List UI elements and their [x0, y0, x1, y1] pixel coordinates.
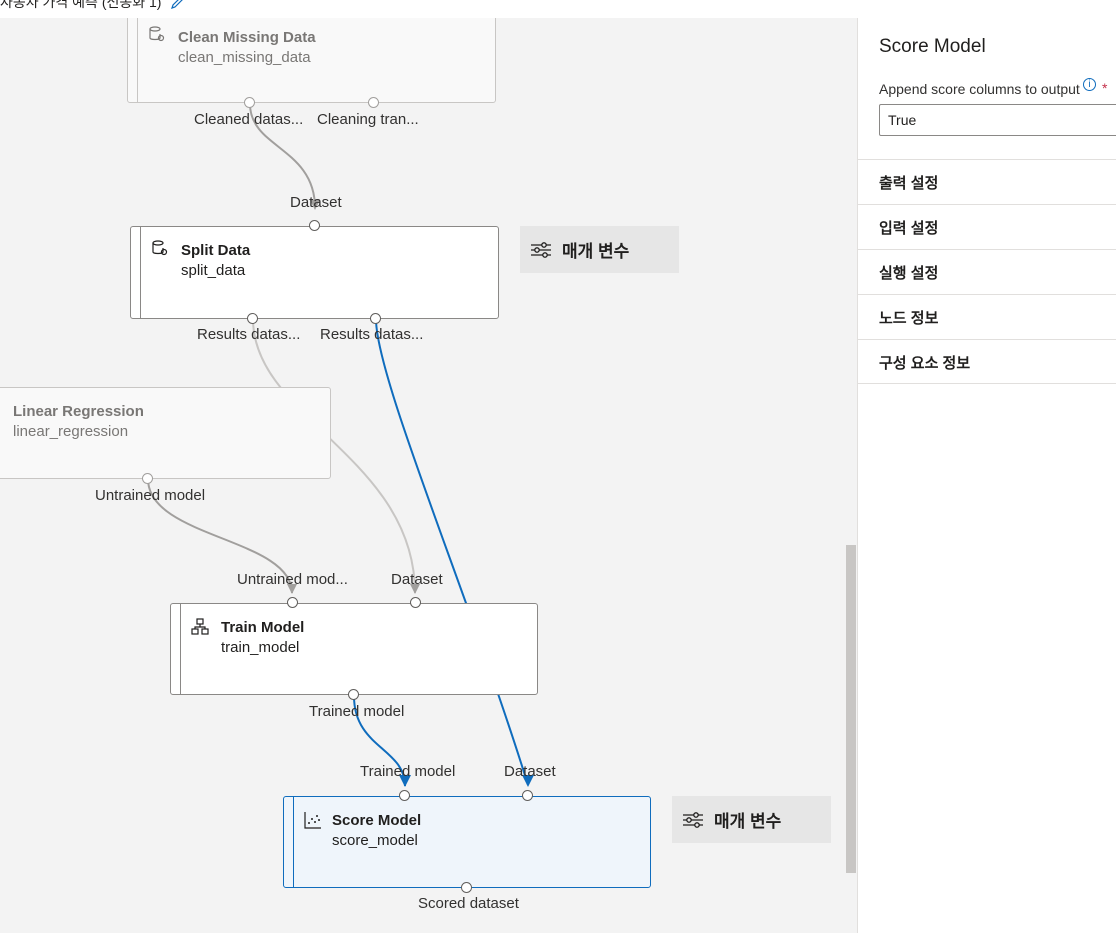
- node-subtitle: split_data: [181, 262, 246, 279]
- append-score-columns-label: Append score columns to output: [879, 81, 1080, 97]
- port-label: Results datas...: [320, 326, 424, 343]
- port-label: Trained model: [309, 703, 405, 720]
- section-node-info[interactable]: 노드 정보: [858, 294, 1116, 339]
- pipeline-canvas[interactable]: Clean Missing Data clean_missing_data Cl…: [0, 18, 857, 933]
- node-title: Split Data: [181, 242, 251, 259]
- input-port-dataset[interactable]: [410, 597, 421, 608]
- node-subtitle: clean_missing_data: [178, 49, 311, 66]
- input-port-untrained-model[interactable]: [287, 597, 298, 608]
- info-icon[interactable]: i: [1083, 78, 1096, 91]
- connection-wires: [147, 103, 534, 787]
- port-label: Dataset: [290, 194, 342, 211]
- score-model-params-button[interactable]: 매개 변수: [672, 796, 831, 843]
- canvas-scrollbar[interactable]: [846, 545, 856, 873]
- pencil-icon[interactable]: [170, 0, 184, 10]
- node-split-data[interactable]: Split Data split_data: [130, 226, 499, 319]
- input-port-trained-model[interactable]: [399, 790, 410, 801]
- input-port-dataset[interactable]: [309, 220, 320, 231]
- output-port-cleaned-dataset[interactable]: [244, 97, 255, 108]
- node-subtitle: score_model: [332, 832, 418, 849]
- train-model-icon: [191, 618, 209, 635]
- output-port-cleaning-transform[interactable]: [368, 97, 379, 108]
- port-label: Untrained mod...: [237, 571, 348, 588]
- port-label: Dataset: [504, 763, 556, 780]
- database-gear-icon: [149, 26, 165, 42]
- required-marker: *: [1102, 80, 1108, 96]
- params-label: 매개 변수: [714, 812, 782, 831]
- port-label: Untrained model: [95, 487, 206, 504]
- port-label: Cleaned datas...: [194, 111, 304, 128]
- sliders-icon: [683, 811, 703, 828]
- output-port-trained-model[interactable]: [348, 689, 359, 700]
- top-bar: 자동차 가격 예측 (전동화 1): [0, 0, 1116, 19]
- params-label: 매개 변수: [562, 242, 630, 261]
- properties-panel: Score Model Append score columns to outp…: [857, 18, 1116, 933]
- breadcrumb[interactable]: 자동차 가격 예측 (전동화 1): [0, 0, 162, 10]
- section-input-settings[interactable]: 입력 설정: [858, 204, 1116, 249]
- port-label: Trained model: [360, 763, 456, 780]
- port-label: Cleaning tran...: [317, 111, 419, 128]
- node-title: Linear Regression: [13, 403, 144, 420]
- output-port-untrained-model[interactable]: [142, 473, 153, 484]
- panel-title: Score Model: [879, 36, 986, 57]
- node-train-model[interactable]: Train Model train_model: [170, 603, 538, 695]
- node-subtitle: linear_regression: [13, 423, 129, 440]
- node-title: Clean Missing Data: [178, 29, 316, 46]
- port-label: Dataset: [391, 571, 443, 588]
- node-score-model[interactable]: Score Model score_model: [283, 796, 651, 888]
- node-title: Score Model: [332, 812, 422, 829]
- output-port-results-dataset-1[interactable]: [247, 313, 258, 324]
- port-label: Scored dataset: [418, 895, 519, 912]
- node-title: Train Model: [221, 619, 305, 636]
- append-score-columns-select[interactable]: True: [879, 104, 1116, 136]
- node-clean-missing-data[interactable]: Clean Missing Data clean_missing_data: [127, 18, 496, 103]
- section-run-settings[interactable]: 실행 설정: [858, 249, 1116, 294]
- input-port-dataset[interactable]: [522, 790, 533, 801]
- output-port-results-dataset-2[interactable]: [370, 313, 381, 324]
- node-linear-regression[interactable]: Linear Regression linear_regression: [0, 387, 331, 479]
- split-data-params-button[interactable]: 매개 변수: [520, 226, 679, 273]
- section-component-info[interactable]: 구성 요소 정보: [858, 339, 1116, 384]
- node-subtitle: train_model: [221, 639, 300, 656]
- database-gear-icon: [152, 240, 168, 256]
- scatter-icon: [304, 812, 321, 829]
- output-port-scored-dataset[interactable]: [461, 882, 472, 893]
- port-label: Results datas...: [197, 326, 301, 343]
- section-output-settings[interactable]: 출력 설정: [858, 159, 1116, 204]
- sliders-icon: [531, 241, 551, 258]
